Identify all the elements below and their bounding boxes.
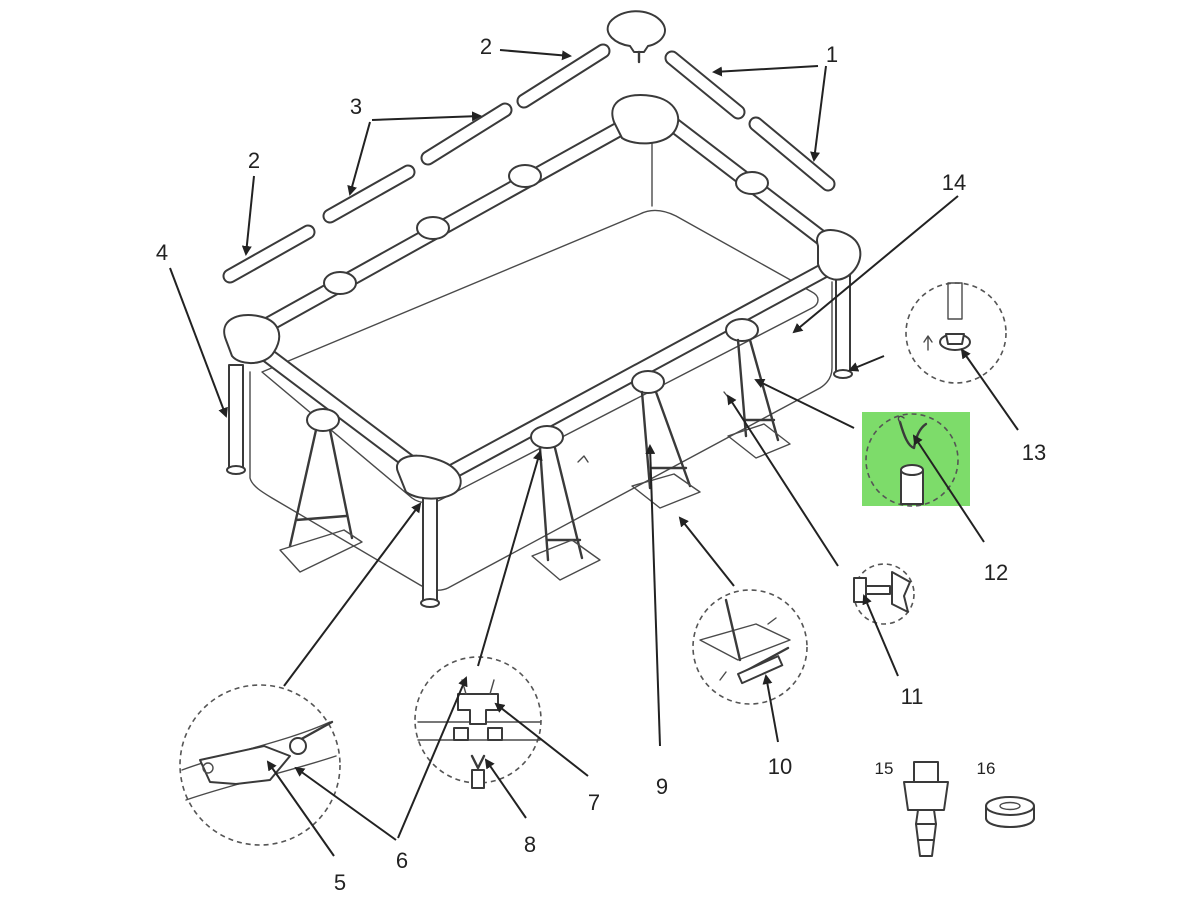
rail-part-1-a (664, 50, 746, 120)
corner-cap-loose (606, 10, 666, 64)
callout-16: 16 (977, 759, 996, 778)
detail-clip-highlighted (862, 412, 970, 507)
t-connectors (306, 164, 769, 449)
callout-6: 6 (396, 848, 408, 873)
detail-leg-cap (905, 282, 1007, 384)
detail-corner-joint (179, 684, 341, 846)
callout-14: 14 (942, 170, 966, 195)
callout-2-left: 2 (248, 148, 260, 173)
corner-pieces (223, 94, 862, 500)
detail-a-frame-foot (692, 589, 808, 705)
leader-arrows (169, 49, 1019, 857)
pool-legs (226, 271, 853, 608)
detail-t-connector (414, 656, 542, 789)
callout-13: 13 (1022, 440, 1046, 465)
rail-part-2-left (222, 224, 316, 284)
callout-2-top: 2 (480, 34, 492, 59)
detail-strap-clip (853, 563, 915, 625)
callout-labels: 1 2 2 3 4 5 6 7 8 9 10 11 12 13 14 15 16 (156, 34, 1046, 895)
rail-part-1-b (748, 116, 836, 192)
loose-rails (222, 10, 836, 284)
callout-10: 10 (768, 754, 792, 779)
callout-8: 8 (524, 832, 536, 857)
liner-valve (577, 455, 589, 463)
callout-9: 9 (656, 774, 668, 799)
callout-12: 12 (984, 560, 1008, 585)
pool-assembly (223, 94, 862, 608)
callout-1: 1 (826, 42, 838, 67)
rail-part-3-b (322, 164, 416, 224)
part-drain-valve (903, 761, 949, 857)
callout-4: 4 (156, 240, 168, 265)
part-seal-ring (985, 796, 1035, 828)
callout-15: 15 (875, 759, 894, 778)
callout-3: 3 (350, 94, 362, 119)
callout-7: 7 (588, 790, 600, 815)
callout-5: 5 (334, 870, 346, 895)
callout-11: 11 (901, 684, 924, 709)
rail-part-2-top (516, 43, 611, 109)
rail-part-3-a (420, 102, 513, 166)
a-frame-supports (279, 338, 791, 581)
